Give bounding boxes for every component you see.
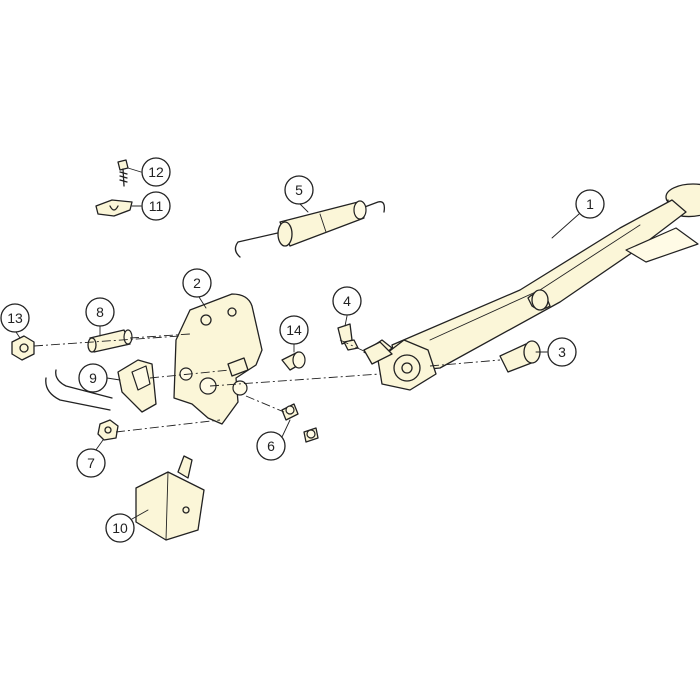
callout-5: 5 [284, 175, 314, 205]
callout-14-label: 14 [286, 322, 302, 338]
callout-6-label: 6 [267, 438, 275, 454]
assembly-lines [33, 333, 501, 433]
screw-6-b [303, 427, 319, 443]
callout-14: 14 [279, 315, 309, 345]
callout-12: 12 [141, 157, 171, 187]
callout-9-label: 9 [89, 370, 97, 386]
nut-13 [11, 335, 35, 361]
callout-7-label: 7 [87, 455, 95, 471]
callout-1-label: 1 [586, 196, 594, 212]
cover-block [135, 455, 205, 541]
callout-13: 13 [0, 303, 30, 333]
callout-13-label: 13 [7, 310, 23, 326]
screw-6-a [281, 403, 299, 421]
callout-3: 3 [547, 337, 577, 367]
callout-2: 2 [182, 268, 212, 298]
grease-fitting [337, 323, 393, 365]
callout-10-label: 10 [112, 520, 128, 536]
callout-11: 11 [141, 191, 171, 221]
bracket-plate [173, 293, 263, 425]
callout-8-label: 8 [96, 304, 104, 320]
callout-2-label: 2 [193, 275, 201, 291]
nut-7 [97, 419, 119, 441]
callout-12-label: 12 [148, 164, 164, 180]
bushing-14 [227, 351, 306, 377]
callout-10: 10 [105, 513, 135, 543]
callout-4: 4 [332, 286, 362, 316]
return-spring [234, 200, 386, 258]
callout-8: 8 [85, 297, 115, 327]
cable-clamp [45, 359, 157, 413]
pivot-bolt [499, 340, 541, 373]
callout-11-label: 11 [149, 198, 164, 214]
callout-4-label: 4 [343, 293, 351, 309]
callout-3-label: 3 [558, 344, 566, 360]
screw-12 [117, 159, 129, 187]
callout-5-label: 5 [295, 182, 303, 198]
callout-6: 6 [256, 431, 286, 461]
callout-leaders [15, 167, 580, 520]
callout-9: 9 [78, 363, 108, 393]
bracket-clip [95, 199, 133, 217]
callout-1: 1 [575, 189, 605, 219]
callout-7: 7 [76, 448, 106, 478]
